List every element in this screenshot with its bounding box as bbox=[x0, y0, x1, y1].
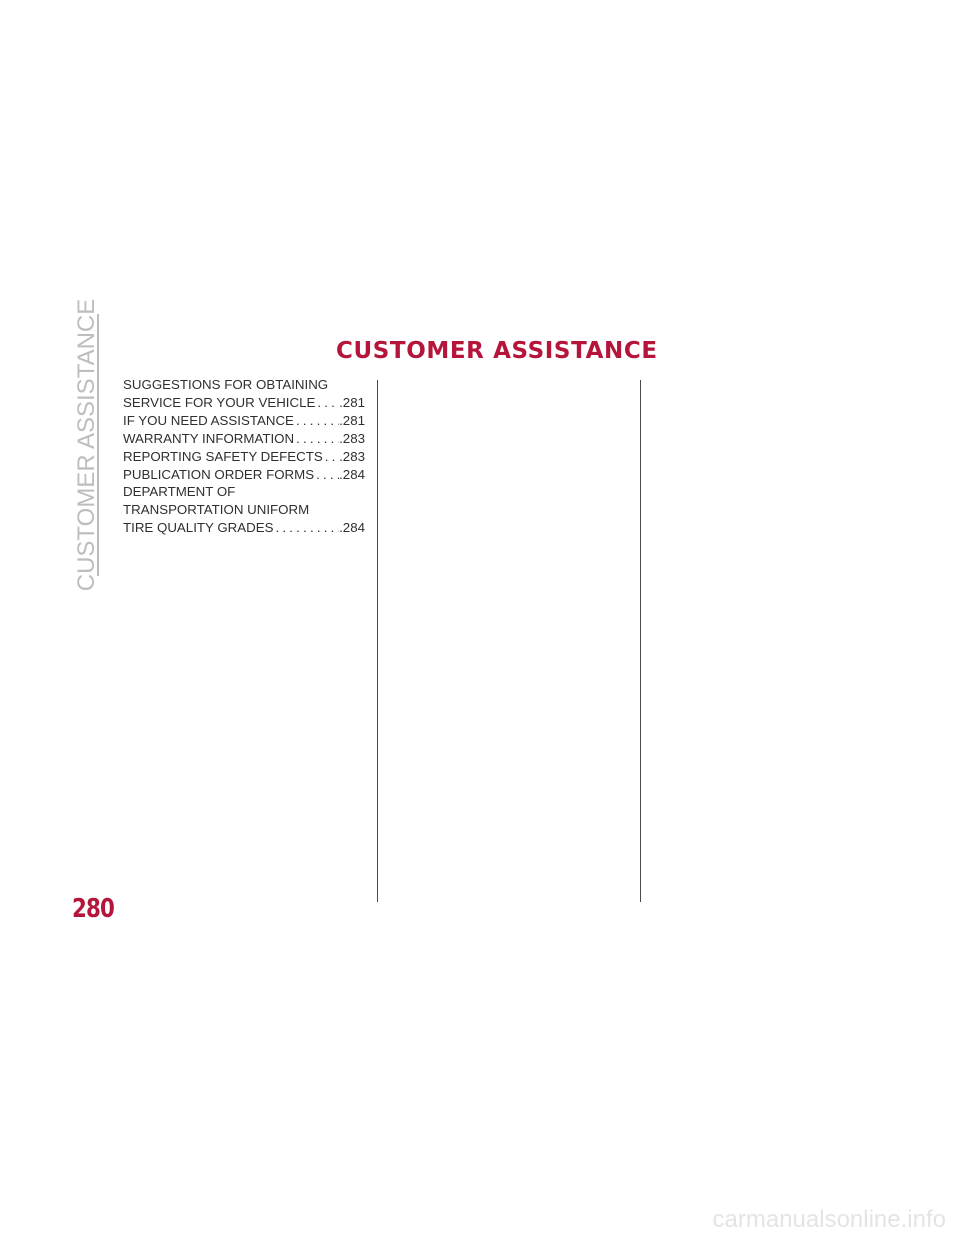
toc-entry-label: TIRE QUALITY GRADES bbox=[123, 520, 274, 536]
toc-line: IF YOU NEED ASSISTANCE .................… bbox=[123, 412, 365, 430]
page-number: 280 bbox=[72, 894, 115, 924]
toc-entry[interactable]: PUBLICATION ORDER FORMS ................… bbox=[123, 466, 365, 484]
toc-leader-dots: ........................................… bbox=[295, 412, 339, 428]
toc-leader-dots: ........................................… bbox=[275, 520, 340, 536]
toc-entry-label: REPORTING SAFETY DEFECTS bbox=[123, 448, 323, 464]
toc-line: DEPARTMENT OF bbox=[123, 484, 236, 500]
toc-page-number: .281 bbox=[339, 412, 365, 428]
toc-page-number: .283 bbox=[339, 448, 365, 464]
toc-leader-dots: ........................................… bbox=[317, 394, 339, 410]
column-divider bbox=[377, 380, 378, 902]
watermark-text: carmanualsonline.info bbox=[712, 1206, 946, 1233]
toc-entry-label: IF YOU NEED ASSISTANCE bbox=[123, 412, 294, 428]
toc-line: SUGGESTIONS FOR OBTAINING bbox=[123, 377, 329, 392]
toc-line: PUBLICATION ORDER FORMS ................… bbox=[123, 466, 365, 484]
toc-entry-label: SERVICE FOR YOUR VEHICLE bbox=[123, 394, 316, 410]
table-of-contents: SUGGESTIONS FOR OBTAINING SERVICE FOR YO… bbox=[123, 376, 365, 537]
toc-page-number: .284 bbox=[339, 466, 365, 482]
toc-page-number: .284 bbox=[339, 520, 365, 536]
toc-line: WARRANTY INFORMATION ...................… bbox=[123, 430, 365, 448]
toc-entry[interactable]: SUGGESTIONS FOR OBTAINING SERVICE FOR YO… bbox=[123, 376, 365, 412]
watermark: carmanualsonline.info bbox=[460, 1196, 960, 1242]
toc-entry-label: WARRANTY INFORMATION bbox=[123, 430, 295, 446]
toc-line: REPORTING SAFETY DEFECTS ...............… bbox=[123, 448, 365, 466]
toc-entry-label: PUBLICATION ORDER FORMS bbox=[123, 466, 315, 482]
toc-line: TRANSPORTATION UNIFORM bbox=[123, 502, 310, 518]
toc-line: SERVICE FOR YOUR VEHICLE ...............… bbox=[123, 394, 365, 412]
chapter-title: CUSTOMER ASSISTANCE bbox=[336, 338, 658, 364]
toc-leader-dots: ........................................… bbox=[296, 430, 339, 446]
toc-leader-dots: ........................................… bbox=[316, 466, 339, 482]
side-tab-rule bbox=[97, 314, 99, 576]
toc-entry[interactable]: REPORTING SAFETY DEFECTS ...............… bbox=[123, 448, 365, 466]
column-divider bbox=[640, 380, 641, 902]
toc-page-number: .281 bbox=[339, 394, 365, 410]
toc-entry[interactable]: WARRANTY INFORMATION ...................… bbox=[123, 430, 365, 448]
toc-line: TIRE QUALITY GRADES ....................… bbox=[123, 519, 365, 537]
toc-page-number: .283 bbox=[339, 430, 365, 446]
toc-entry[interactable]: DEPARTMENT OF TRANSPORTATION UNIFORM TIR… bbox=[123, 483, 365, 537]
toc-leader-dots: ........................................… bbox=[324, 448, 339, 464]
toc-entry[interactable]: IF YOU NEED ASSISTANCE .................… bbox=[123, 412, 365, 430]
